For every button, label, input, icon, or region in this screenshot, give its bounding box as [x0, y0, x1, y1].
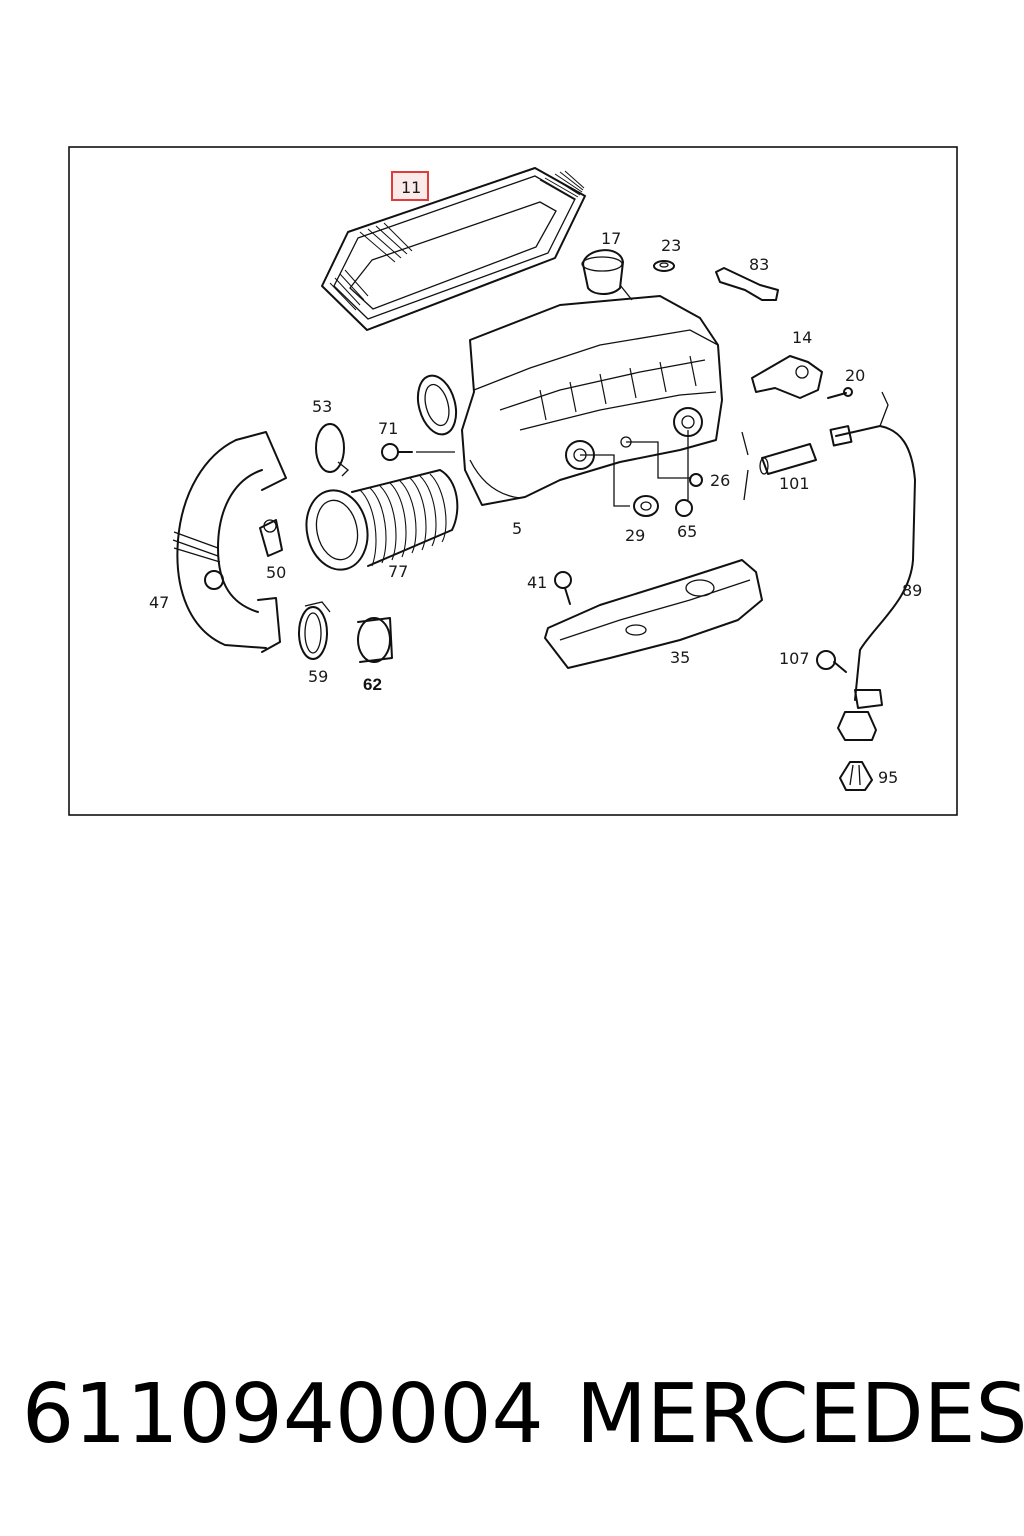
caption: 6110940004 MERCEDES — [0, 1360, 1024, 1470]
part-83-bracket[interactable] — [715, 267, 779, 301]
part-59-clamp[interactable] — [298, 601, 331, 660]
callout-41[interactable]: 41 — [527, 573, 547, 592]
callout-77[interactable]: 77 — [388, 562, 408, 581]
brand-name: MERCEDES — [576, 1367, 1024, 1462]
part-23-washer[interactable] — [653, 260, 675, 272]
part-number: 6110940004 — [22, 1367, 544, 1462]
part-47-intake-hose[interactable] — [172, 431, 287, 653]
part-95-grommet-lower[interactable] — [839, 761, 873, 791]
callout-59[interactable]: 59 — [308, 667, 328, 686]
part-65-nut[interactable] — [675, 499, 693, 517]
part-14-sensor[interactable] — [751, 355, 823, 399]
part-50-fitting[interactable] — [259, 519, 283, 557]
part-41-bolt[interactable] — [554, 571, 572, 605]
part-77-intake-bellows[interactable] — [299, 469, 459, 575]
callout-50[interactable]: 50 — [266, 563, 286, 582]
callout-65[interactable]: 65 — [677, 522, 697, 541]
part-71-bolt[interactable] — [381, 443, 455, 461]
callout-5[interactable]: 5 — [512, 519, 522, 538]
part-95-grommet-upper[interactable] — [837, 689, 883, 741]
part-107-bolt[interactable] — [816, 650, 847, 673]
part-62-sleeve[interactable] — [357, 617, 393, 663]
callout-71[interactable]: 71 — [378, 419, 398, 438]
diagram-frame — [68, 146, 958, 816]
air-filter-housing[interactable] — [412, 295, 723, 506]
part-20-screw[interactable] — [827, 387, 853, 399]
part-101-tube[interactable] — [759, 443, 817, 475]
part-17-cap[interactable] — [581, 249, 633, 301]
callout-107[interactable]: 107 — [779, 649, 810, 668]
part-53-clamp[interactable] — [315, 423, 349, 477]
callout-35[interactable]: 35 — [670, 648, 690, 667]
part-35-cover[interactable] — [544, 559, 763, 669]
callout-53[interactable]: 53 — [312, 397, 332, 416]
callout-20[interactable]: 20 — [845, 366, 865, 385]
callout-17[interactable]: 17 — [601, 229, 621, 248]
callout-101[interactable]: 101 — [779, 474, 810, 493]
callout-83[interactable]: 83 — [749, 255, 769, 274]
callout-26[interactable]: 26 — [710, 471, 730, 490]
callout-29[interactable]: 29 — [625, 526, 645, 545]
part-89-pipe[interactable] — [829, 391, 916, 701]
part-26-bushing[interactable] — [689, 473, 703, 487]
callout-47[interactable]: 47 — [149, 593, 169, 612]
callout-62[interactable]: 62 — [363, 675, 382, 694]
part-29-grommet[interactable] — [633, 495, 659, 517]
air-filter-element[interactable] — [321, 167, 586, 331]
callout-14[interactable]: 14 — [792, 328, 812, 347]
callout-11-highlight-box — [391, 171, 429, 201]
callout-23[interactable]: 23 — [661, 236, 681, 255]
callout-89[interactable]: 89 — [902, 581, 922, 600]
callout-11[interactable]: 11 — [401, 178, 421, 197]
callout-95[interactable]: 95 — [878, 768, 898, 787]
